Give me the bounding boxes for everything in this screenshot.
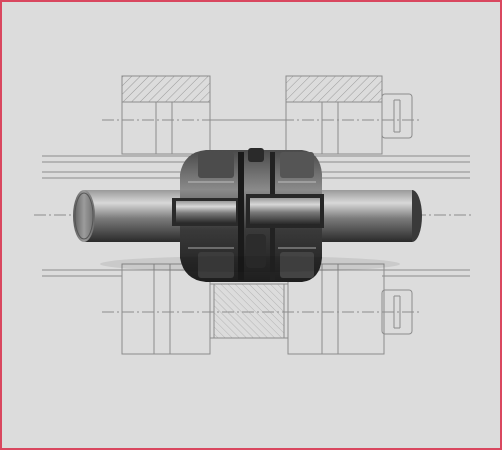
coupling-body xyxy=(172,148,324,282)
shadow xyxy=(100,256,400,272)
